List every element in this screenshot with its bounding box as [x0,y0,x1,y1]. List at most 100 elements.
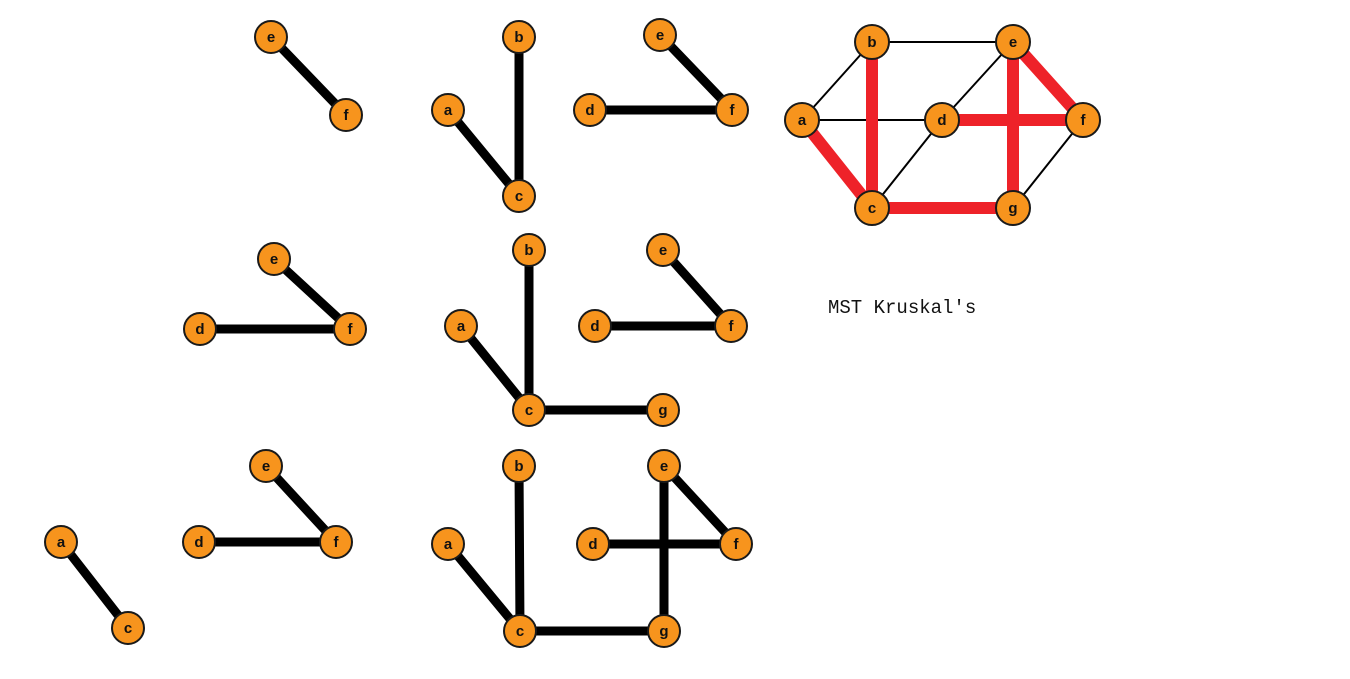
step6-node-b: b [502,449,536,483]
step5-edge-ef [261,461,341,547]
step4-node-g: g [646,393,680,427]
node-label: d [590,318,599,335]
step6-edge-bc [514,461,525,636]
node-circle [503,614,537,648]
node-circle [329,98,363,132]
step4-node-f: f [714,309,748,343]
node-label: e [660,458,668,475]
final-node-g: g [995,190,1031,226]
step4-node-a: a [444,309,478,343]
step3-node-e: e [257,242,291,276]
node-label: g [1008,200,1017,217]
node-label: e [1009,34,1017,51]
step4-node-d: d [578,309,612,343]
node-label: e [262,458,270,475]
node-label: c [525,402,533,419]
step1-edge-ef [266,32,351,120]
mst-edge-ac [796,114,878,214]
step4-node-c: c [512,393,546,427]
step5-node-d: d [182,525,216,559]
node-label: g [659,623,668,640]
node-circle [333,312,367,346]
step2-node-e: e [643,18,677,52]
node-circle [182,525,216,559]
node-circle [502,20,536,54]
node-circle [784,102,820,138]
step2-edge-ef [655,30,737,115]
node-label: f [344,107,350,124]
node-circle [646,393,680,427]
node-label: c [868,200,876,217]
final-node-f: f [1065,102,1101,138]
step6-node-g: g [647,614,681,648]
step4-node-e: e [646,233,680,267]
step5-node-a: a [44,525,78,559]
step2-node-c: c [502,179,536,213]
node-label: b [524,242,533,259]
node-circle [111,611,145,645]
step2-node-a: a [431,93,465,127]
step1-node-e: e [254,20,288,54]
step5-node-e: e [249,449,283,483]
node-circle [254,20,288,54]
node-circle [249,449,283,483]
step3-node-d: d [183,312,217,346]
node-circle [576,527,610,561]
node-circle [715,93,749,127]
node-label: f [348,321,354,338]
step5-node-f: f [319,525,353,559]
node-label: e [270,251,278,268]
node-label: d [937,112,946,129]
node-label: a [444,536,453,553]
step6-edge-ac [443,539,525,636]
step2-edge-ac [443,105,524,201]
node-circle [431,527,465,561]
node-label: d [588,536,597,553]
node-circle [719,527,753,561]
node-circle [183,312,217,346]
node-label: f [734,536,740,553]
node-label: g [658,402,667,419]
node-circle [854,24,890,60]
node-circle [647,614,681,648]
step5-edge-ac [56,537,133,633]
step2-node-f: f [715,93,749,127]
node-circle [646,233,680,267]
node-label: c [515,188,523,205]
node-circle [512,393,546,427]
node-label: e [659,242,667,259]
diagram-caption: MST Kruskal's [828,297,976,319]
node-label: d [194,534,203,551]
node-label: a [457,318,466,335]
final-node-d: d [924,102,960,138]
node-label: d [195,321,204,338]
step6-node-f: f [719,527,753,561]
node-circle [502,179,536,213]
step6-node-c: c [503,614,537,648]
node-circle [431,93,465,127]
node-circle [578,309,612,343]
node-label: c [516,623,524,640]
step3-edge-ef [269,254,355,334]
node-circle [444,309,478,343]
step6-node-a: a [431,527,465,561]
node-circle [257,242,291,276]
step3-node-f: f [333,312,367,346]
step4-edge-ac [456,321,534,415]
step4-node-b: b [512,233,546,267]
node-label: d [585,102,594,119]
node-label: a [444,102,453,119]
step5-node-c: c [111,611,145,645]
final-node-c: c [854,190,890,226]
node-circle [1065,102,1101,138]
final-node-b: b [854,24,890,60]
node-circle [319,525,353,559]
node-label: f [730,102,736,119]
final-node-a: a [784,102,820,138]
node-label: f [334,534,340,551]
node-label: b [514,458,523,475]
node-label: c [124,620,132,637]
step6-node-e: e [647,449,681,483]
node-label: f [729,318,735,335]
